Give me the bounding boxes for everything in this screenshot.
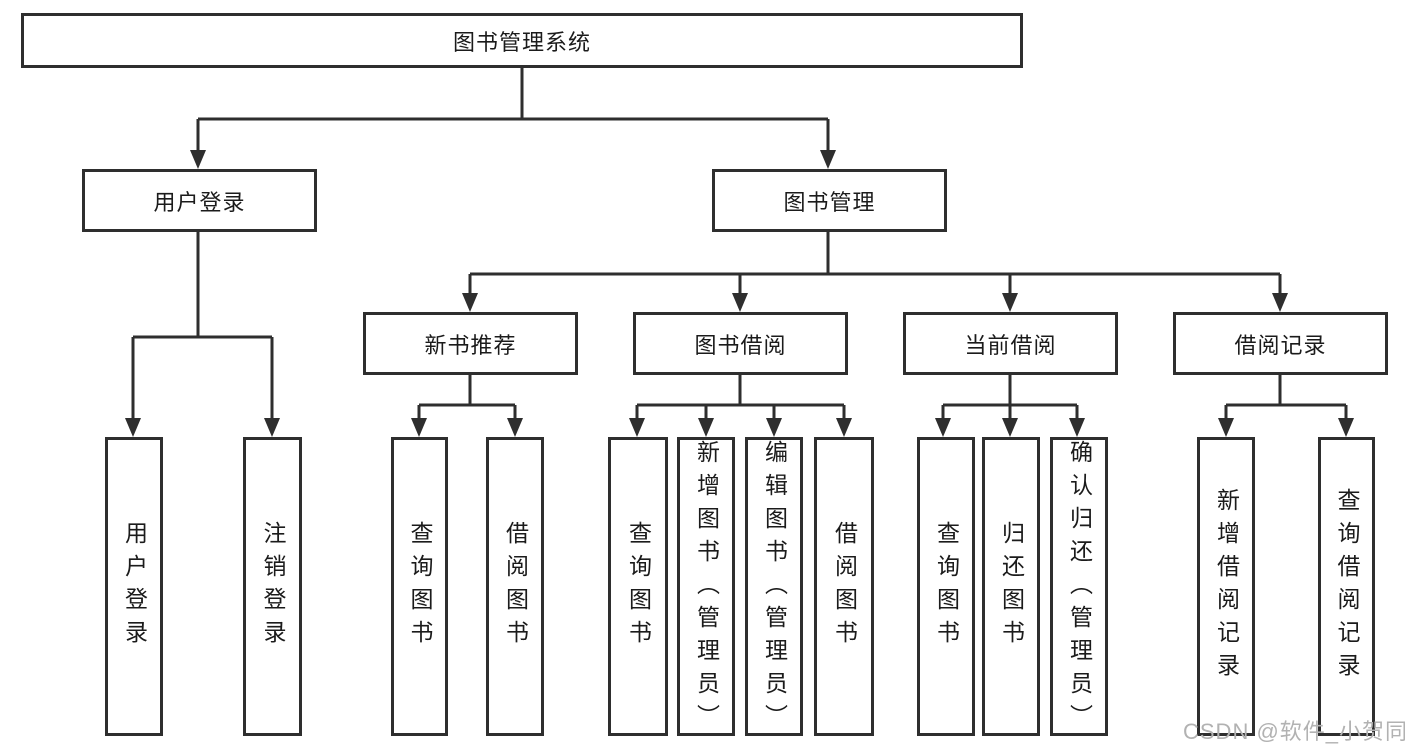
leaf-return-books: 归还图书 [982,437,1040,736]
csdn-watermark: CSDN @软件_小贺同学 [1183,719,1405,744]
leaf-add-books-admin: 新增图书（管理员） [677,437,735,737]
node-borrow-records: 借阅记录 [1173,312,1388,375]
leaf-query-books-current: 查询图书 [917,437,975,736]
leaf-borrow-books-borrow: 借阅图书 [814,437,874,736]
connector-line-group [131,68,1348,419]
leaf-edit-books-admin: 编辑图书（管理员） [745,437,803,737]
leaf-add-borrow-record: 新增借阅记录 [1197,437,1255,736]
node-library-system: 图书管理系统 [21,13,1023,68]
node-book-borrow: 图书借阅 [633,312,848,375]
node-current-borrow: 当前借阅 [903,312,1118,375]
node-user-login: 用户登录 [82,169,317,232]
arrow-down-icon-group [125,150,1354,437]
leaf-query-books-recommend: 查询图书 [391,437,448,736]
leaf-confirm-return-admin: 确认归还（管理员） [1050,437,1108,737]
leaf-logout-login: 注销登录 [243,437,302,736]
leaf-borrow-books-recommend: 借阅图书 [486,437,544,736]
leaf-query-books-borrow: 查询图书 [608,437,668,736]
leaf-user-login: 用户登录 [105,437,163,736]
node-new-book-recommend: 新书推荐 [363,312,578,375]
node-book-management: 图书管理 [712,169,947,232]
leaf-query-borrow-record: 查询借阅记录 [1318,437,1375,736]
